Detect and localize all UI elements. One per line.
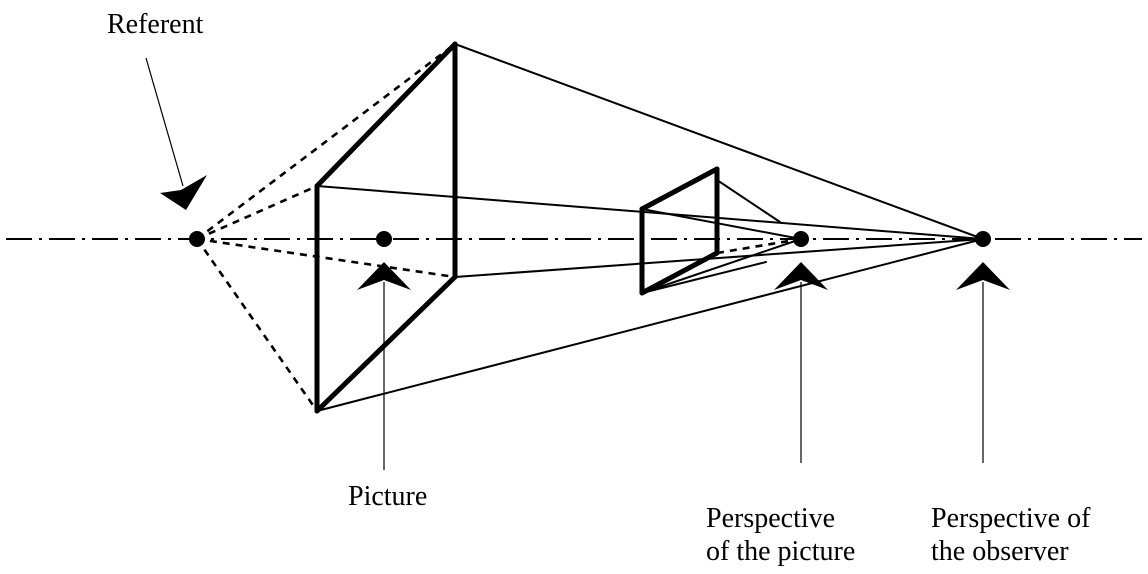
perspective-frame (639, 166, 720, 296)
picture-pointer (357, 262, 411, 470)
perspective-picture-arrowhead-icon (774, 262, 828, 290)
perspective-observer-arrowhead-icon (956, 262, 1010, 290)
projection-line (196, 42, 456, 241)
picture-point (376, 231, 392, 247)
picture-arrowhead-icon (357, 262, 411, 290)
sight-line (641, 208, 802, 240)
perspective-picture-pointer (774, 262, 828, 463)
label-perspective-picture-line1: Perspective (706, 503, 835, 534)
projection-line (196, 237, 456, 279)
projection-line (196, 184, 318, 241)
label-perspective-observer-line2: the observer (931, 536, 1069, 567)
label-perspective-observer-line1: Perspective of (931, 503, 1091, 534)
projection-line (195, 238, 319, 412)
sight-line (316, 185, 984, 240)
referent-arrowhead-icon (160, 175, 207, 210)
label-picture: Picture (348, 481, 427, 512)
observer-sight-lines (316, 43, 984, 412)
sight-line (716, 179, 781, 223)
perspective-observer-pointer (956, 262, 1010, 463)
hidden-sight-line (716, 237, 802, 255)
picture-frame (314, 41, 458, 414)
picture-frame-edge-bottom (314, 274, 458, 414)
perspective-of-observer-point (975, 231, 991, 247)
picture-frame-edge-top (314, 41, 458, 189)
label-perspective-picture-line2: of the picture (706, 536, 855, 567)
label-referent: Referent (107, 9, 204, 40)
referent-leader-line (145, 57, 184, 187)
perspective-frame-edge-top (639, 166, 720, 212)
referent-pointer (145, 57, 207, 210)
sight-line (641, 238, 802, 294)
perspective-of-picture-point (793, 231, 809, 247)
picture-sight-lines (641, 179, 802, 294)
referent-projection-lines (195, 42, 456, 412)
sight-line (454, 238, 984, 278)
referent-point (189, 231, 205, 247)
sight-line (641, 261, 767, 294)
sight-line (454, 43, 984, 240)
sight-line (316, 238, 984, 412)
